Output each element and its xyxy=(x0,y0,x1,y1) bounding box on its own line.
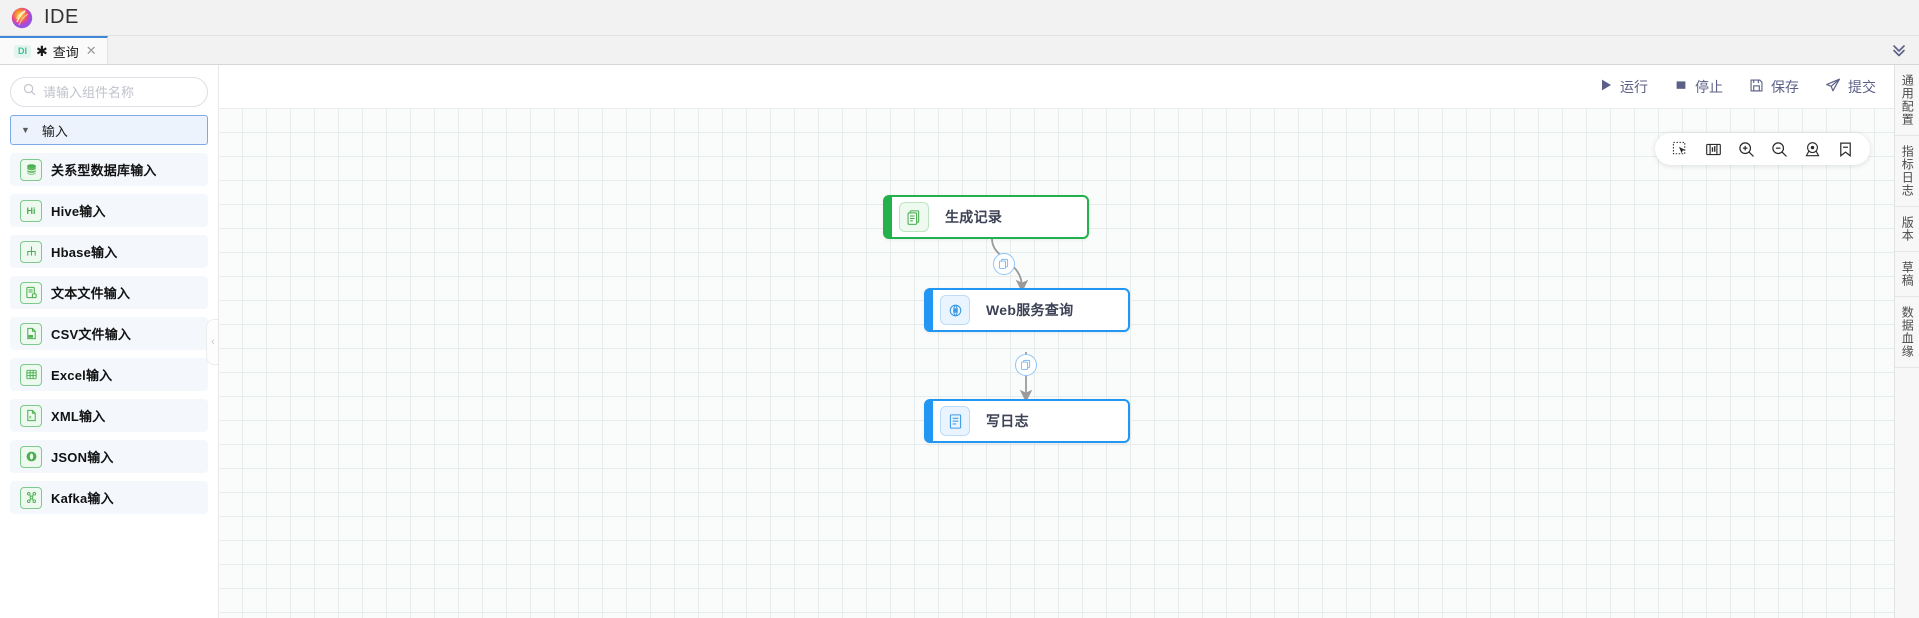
json-icon xyxy=(20,445,42,468)
search-icon xyxy=(23,83,36,101)
write-log-icon xyxy=(940,406,970,436)
flow-node-web-service-query[interactable]: Web服务查询 xyxy=(924,288,1130,332)
rail-tab-version[interactable]: 版本 xyxy=(1895,207,1919,252)
right-side-rail: 通用配置 指标日志 版本 草稿 数据血缘 xyxy=(1894,65,1919,618)
rail-tab-data-lineage[interactable]: 数据血缘 xyxy=(1895,297,1919,368)
zoom-out-icon[interactable] xyxy=(1770,140,1788,158)
palette-item-excel[interactable]: Excel输入 xyxy=(10,358,208,391)
palette-list[interactable]: ▼ 输入 关系型数据库输入 Hi xyxy=(0,115,218,618)
palette-item-label: JSON输入 xyxy=(51,450,114,465)
close-icon[interactable]: ✕ xyxy=(85,43,97,58)
palette-item-kafka[interactable]: Kafka输入 xyxy=(10,481,208,514)
palette-group-label: 输入 xyxy=(41,123,68,139)
palette-group-input[interactable]: ▼ 输入 xyxy=(10,115,208,145)
run-button[interactable]: 运行 xyxy=(1599,77,1648,97)
stop-button[interactable]: 停止 xyxy=(1674,77,1723,97)
zoom-in-icon[interactable] xyxy=(1737,140,1755,158)
workspace: ▼ 输入 关系型数据库输入 Hi xyxy=(0,65,1919,618)
app-title: IDE xyxy=(44,6,79,28)
palette-item-xml[interactable]: x XML输入 xyxy=(10,399,208,432)
text-file-icon xyxy=(20,281,42,304)
flow-node-label: 写日志 xyxy=(986,413,1029,429)
hbase-icon xyxy=(20,240,42,263)
tab-type-badge: DI xyxy=(14,44,31,58)
component-palette: ▼ 输入 关系型数据库输入 Hi xyxy=(0,65,219,618)
tab-label: 查询 xyxy=(52,44,79,60)
stop-icon xyxy=(1674,78,1688,95)
palette-item-label: 关系型数据库输入 xyxy=(51,163,157,178)
palette-item-label: Hive输入 xyxy=(51,204,106,219)
flow-node-generate-records[interactable]: 生成记录 xyxy=(883,195,1089,239)
save-label: 保存 xyxy=(1771,78,1799,95)
flow-node-write-log[interactable]: 写日志 xyxy=(924,399,1130,443)
edge-badge-copy-1[interactable] xyxy=(993,253,1015,275)
web-service-icon xyxy=(940,295,970,325)
rail-tab-metric-log[interactable]: 指标日志 xyxy=(1895,136,1919,207)
palette-item-label: 文本文件输入 xyxy=(51,286,131,301)
rail-tab-draft[interactable]: 草稿 xyxy=(1895,252,1919,297)
swirl-logo-icon xyxy=(8,4,36,32)
palette-item-label: XML输入 xyxy=(51,409,106,424)
palette-item-text-file[interactable]: 文本文件输入 xyxy=(10,276,208,309)
canvas-area: 运行 停止 保存 xyxy=(219,65,1894,618)
excel-icon xyxy=(20,363,42,386)
palette-item-json[interactable]: JSON输入 xyxy=(10,440,208,473)
run-label: 运行 xyxy=(1620,78,1648,95)
palette-item-label: CSV文件输入 xyxy=(51,327,132,342)
tab-dirty-indicator: ✱ xyxy=(36,43,48,59)
database-icon xyxy=(20,158,42,181)
chevron-double-down-icon[interactable] xyxy=(1879,36,1919,64)
flow-node-label: 生成记录 xyxy=(945,209,1003,225)
save-icon xyxy=(1749,78,1764,96)
kafka-icon xyxy=(20,486,42,509)
tab-query[interactable]: DI ✱ 查询 ✕ xyxy=(0,36,108,64)
chevron-left-icon[interactable]: ‹ xyxy=(206,318,218,365)
palette-item-label: Excel输入 xyxy=(51,368,113,383)
palette-item-hive[interactable]: Hi Hive输入 xyxy=(10,194,208,227)
fit-to-view-icon[interactable] xyxy=(1704,140,1722,158)
csv-file-icon xyxy=(20,322,42,345)
submit-label: 提交 xyxy=(1848,78,1876,95)
stop-label: 停止 xyxy=(1695,78,1723,95)
bookmark-icon[interactable] xyxy=(1836,140,1854,158)
svg-text:x: x xyxy=(29,415,32,420)
rail-spacer xyxy=(1895,368,1919,618)
generate-records-icon xyxy=(899,202,929,232)
palette-item-label: Hbase输入 xyxy=(51,245,118,260)
palette-item-label: Kafka输入 xyxy=(51,491,114,506)
search-input[interactable] xyxy=(43,84,218,100)
submit-button[interactable]: 提交 xyxy=(1825,77,1876,97)
hive-icon: Hi xyxy=(20,199,42,222)
title-bar: IDE xyxy=(0,0,1919,36)
tab-bar-spacer xyxy=(108,36,1879,64)
palette-search-row xyxy=(0,65,218,115)
caret-down-icon: ▼ xyxy=(21,124,30,135)
submit-icon xyxy=(1825,77,1841,96)
rail-tab-general-config[interactable]: 通用配置 xyxy=(1895,65,1919,136)
flow-canvas[interactable]: 生成记录 xyxy=(219,109,1894,618)
palette-item-relational-db[interactable]: 关系型数据库输入 xyxy=(10,153,208,186)
save-button[interactable]: 保存 xyxy=(1749,77,1799,97)
canvas-tool-palette xyxy=(1655,133,1870,165)
action-toolbar: 运行 停止 保存 xyxy=(219,65,1894,109)
flow-graph: 生成记录 xyxy=(219,109,1894,618)
locate-icon[interactable] xyxy=(1803,140,1821,158)
marquee-select-icon[interactable] xyxy=(1671,140,1689,158)
palette-item-hbase[interactable]: Hbase输入 xyxy=(10,235,208,268)
palette-item-csv-file[interactable]: CSV文件输入 xyxy=(10,317,208,350)
editor-tab-bar: DI ✱ 查询 ✕ xyxy=(0,36,1919,65)
edge-badge-copy-2[interactable] xyxy=(1015,354,1037,376)
search-box[interactable] xyxy=(10,77,218,107)
edge-layer xyxy=(991,238,1033,403)
flow-node-label: Web服务查询 xyxy=(986,302,1074,318)
play-icon xyxy=(1599,78,1613,95)
xml-file-icon: x xyxy=(20,404,42,427)
